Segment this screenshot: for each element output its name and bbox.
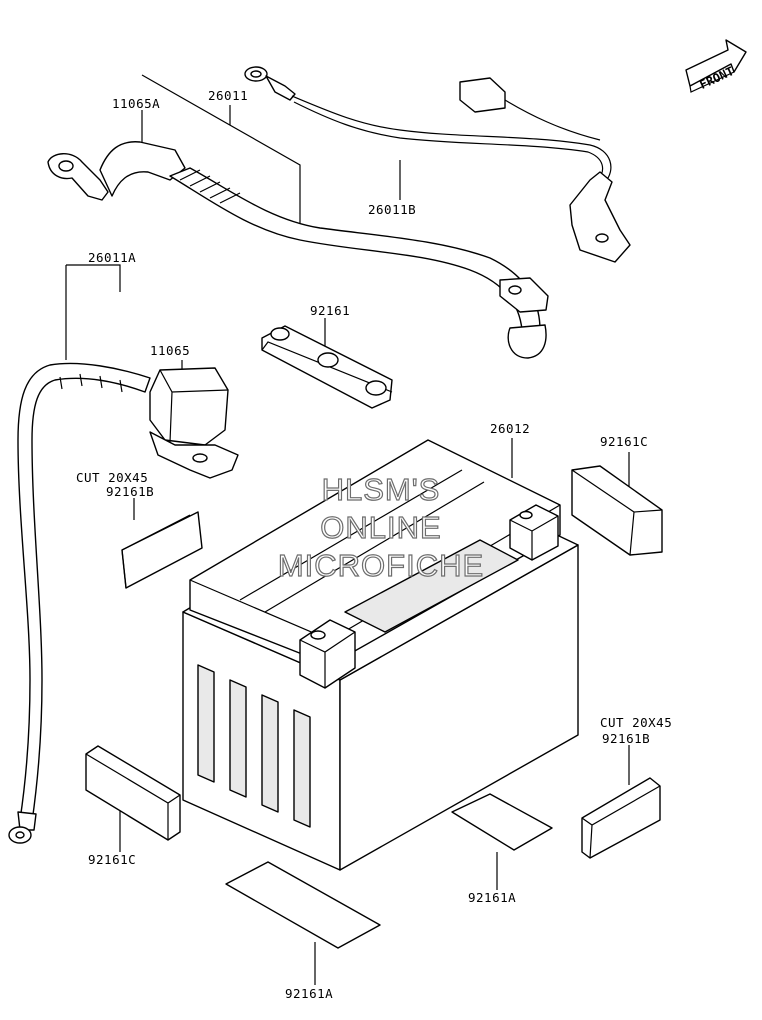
- label-cut-right: CUT 20X45: [600, 715, 672, 730]
- label-11065: 11065: [150, 343, 190, 358]
- cable-26011a: [8, 362, 239, 844]
- label-26012: 26012: [490, 421, 530, 436]
- label-92161: 92161: [310, 303, 350, 318]
- pad-92161c-top: [571, 465, 663, 556]
- label-26011b: 26011B: [368, 202, 416, 217]
- label-cut-left: CUT 20X45: [76, 470, 148, 485]
- label-26011a: 26011A: [88, 250, 136, 265]
- label-92161a-mid: 92161A: [468, 890, 516, 905]
- sheet-92161a-bottom: [225, 861, 381, 949]
- cable-26011b: [244, 66, 631, 263]
- watermark-line-2: ONLINE: [320, 510, 441, 545]
- part-labels: 11065A 26011 26011B 26011A 92161 11065 2…: [76, 88, 672, 1001]
- label-92161c-bottom: 92161C: [88, 852, 136, 867]
- label-26011: 26011: [208, 88, 248, 103]
- watermark-line-3: MICROFICHE: [278, 548, 484, 583]
- watermark-line-1: HLSM'S: [322, 472, 441, 507]
- label-92161b-left: 92161B: [106, 484, 154, 499]
- cable-26011: [47, 141, 549, 359]
- leader-lines: [65, 74, 630, 985]
- battery-26012: [182, 439, 579, 871]
- label-92161c-top: 92161C: [600, 434, 648, 449]
- label-92161a-bottom: 92161A: [285, 986, 333, 1001]
- watermark: HLSM'S ONLINE MICROFICHE: [277, 471, 484, 583]
- label-11065a: 11065A: [112, 96, 160, 111]
- part-92161: [261, 325, 393, 409]
- front-arrow-icon: FRONT: [685, 39, 747, 93]
- sheet-92161a-mid: [451, 793, 553, 851]
- pad-92161b-right: [581, 777, 661, 859]
- pad-92161c-bottom: [85, 745, 181, 841]
- label-92161b-right: 92161B: [602, 731, 650, 746]
- pad-92161b-left: [121, 511, 203, 589]
